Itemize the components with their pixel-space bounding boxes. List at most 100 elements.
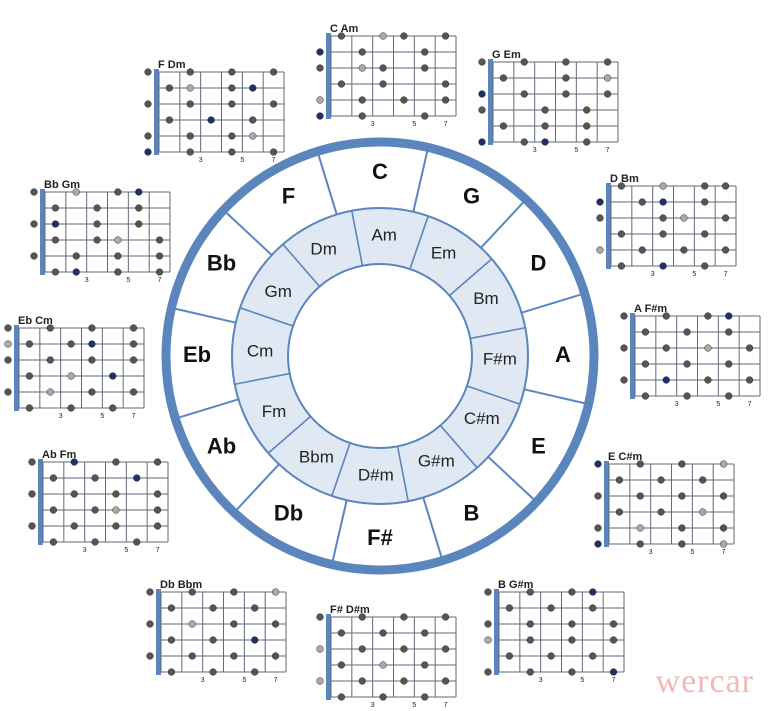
note-dot (589, 588, 597, 596)
major-divider (175, 307, 237, 324)
note-dot (230, 588, 238, 596)
note-dot (4, 324, 12, 332)
note-dot (144, 68, 152, 76)
note-dot (251, 668, 259, 676)
minor-key-label: F#m (483, 350, 517, 369)
fretboard-nut (38, 459, 43, 545)
note-dot (337, 629, 346, 637)
major-divider (487, 456, 535, 500)
note-dot (400, 677, 408, 685)
note-dot (596, 246, 604, 254)
note-dot (657, 508, 665, 516)
fretboard-title: Bb Gm (44, 179, 80, 191)
note-dot (316, 677, 324, 685)
major-divider (480, 201, 524, 249)
note-dot (358, 645, 366, 653)
note-dot (541, 138, 549, 146)
note-dot (186, 100, 194, 108)
fret-number: 3 (199, 157, 203, 164)
fret-number: 5 (574, 147, 578, 154)
note-dot (719, 460, 728, 468)
fret-number: 5 (412, 702, 416, 709)
minor-divider (448, 258, 493, 297)
note-dot (228, 148, 236, 156)
note-dot (520, 58, 528, 66)
fret-number: 5 (580, 677, 584, 684)
fretboard-title: E C#m (608, 451, 642, 463)
fret-number: 3 (651, 271, 655, 278)
note-dot (609, 636, 618, 644)
note-dot (133, 538, 141, 546)
note-dot (499, 122, 508, 130)
minor-key-label: C#m (464, 409, 500, 428)
note-dot (641, 328, 650, 336)
minor-key-label: Dm (310, 240, 336, 259)
note-dot (153, 458, 162, 466)
note-dot (719, 540, 728, 548)
note-dot (188, 620, 196, 628)
note-dot (93, 236, 101, 244)
note-dot (596, 198, 604, 206)
note-dot (659, 262, 667, 270)
note-dot (337, 80, 346, 88)
note-dot (337, 693, 346, 701)
note-dot (421, 693, 429, 701)
note-dot (209, 636, 217, 644)
note-dot (28, 522, 36, 530)
note-dot (228, 84, 236, 92)
note-dot (609, 620, 618, 628)
major-divider (225, 212, 273, 256)
note-dot (146, 620, 154, 628)
note-dot (271, 588, 280, 596)
major-key-label: G (463, 183, 480, 208)
note-dot (109, 372, 117, 380)
note-dot (186, 132, 194, 140)
note-dot (594, 524, 602, 532)
note-dot (70, 490, 78, 498)
note-dot (721, 246, 730, 254)
note-dot (51, 236, 60, 244)
note-dot (659, 198, 667, 206)
note-dot (499, 74, 508, 82)
note-dot (526, 620, 534, 628)
note-dot (441, 613, 450, 621)
note-dot (657, 476, 665, 484)
note-dot (337, 661, 346, 669)
note-dot (337, 32, 346, 40)
minor-divider (470, 326, 526, 340)
note-dot (153, 490, 162, 498)
note-dot (30, 220, 38, 228)
note-dot (609, 668, 618, 676)
note-dot (678, 492, 686, 500)
fret-number: 3 (539, 677, 543, 684)
fret-number: 7 (274, 677, 278, 684)
note-dot (617, 262, 626, 270)
note-dot (478, 138, 486, 146)
note-dot (680, 246, 688, 254)
note-dot (568, 620, 576, 628)
note-dot (167, 668, 176, 676)
note-dot (620, 344, 628, 352)
major-divider (331, 499, 348, 561)
note-dot (636, 524, 644, 532)
note-dot (683, 392, 691, 400)
note-dot (316, 48, 324, 56)
major-divider (317, 154, 338, 215)
note-dot (358, 613, 366, 621)
note-dot (719, 492, 728, 500)
note-dot (615, 476, 624, 484)
note-dot (478, 90, 486, 98)
note-dot (28, 458, 36, 466)
note-dot (421, 112, 429, 120)
note-dot (28, 490, 36, 498)
note-dot (400, 96, 408, 104)
major-key-label: Ab (207, 433, 236, 458)
major-divider (422, 497, 443, 558)
note-dot (678, 524, 686, 532)
fret-number: 3 (371, 702, 375, 709)
note-dot (638, 246, 646, 254)
note-dot (49, 506, 58, 514)
